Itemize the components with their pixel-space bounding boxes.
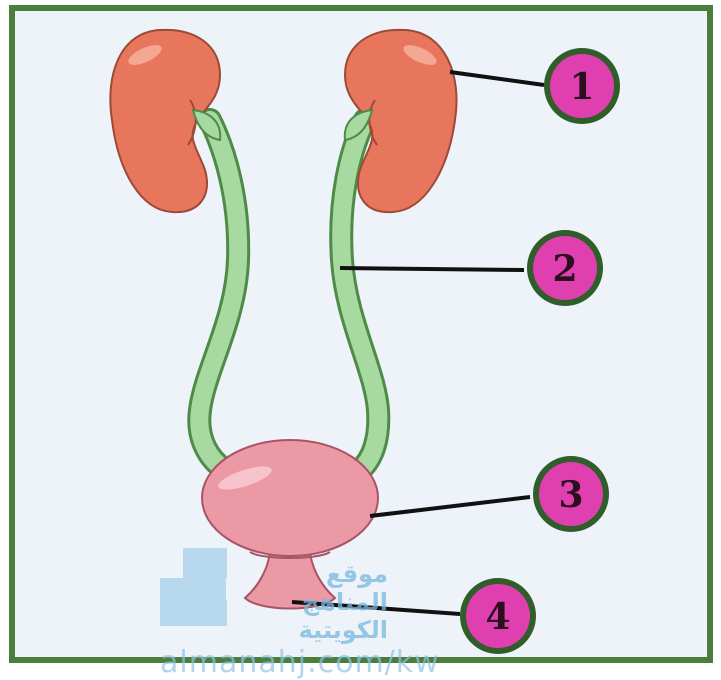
leader-line-2: [340, 268, 524, 270]
label-number-2: 2: [552, 248, 577, 290]
watermark-url: almanahj.com/kw: [160, 645, 440, 680]
label-badge-1: 1: [544, 48, 620, 124]
watermark-line-2: المناهج الكويتية: [228, 588, 388, 644]
label-number-1: 1: [569, 66, 594, 108]
label-number-3: 3: [558, 474, 583, 516]
label-badge-3: 3: [533, 456, 609, 532]
label-badge-2: 2: [527, 230, 603, 306]
watermark-text: موقع المناهج الكويتية: [228, 560, 388, 644]
label-number-4: 4: [485, 596, 510, 638]
label-badge-4: 4: [460, 578, 536, 654]
watermark-line-1: موقع: [228, 560, 388, 588]
